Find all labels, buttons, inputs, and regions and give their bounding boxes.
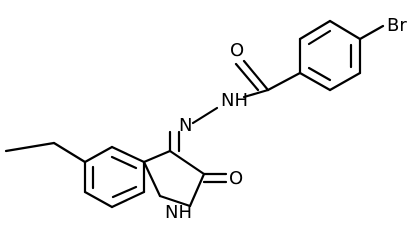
imine-nitrogen-label: N (179, 115, 192, 136)
bond (234, 62, 260, 92)
bond (110, 190, 146, 209)
bromophenyl-ring (298, 19, 362, 92)
bond (298, 19, 332, 41)
bond (242, 88, 270, 99)
bond (83, 190, 114, 209)
fused-benzene-ring (83, 145, 146, 209)
bond (142, 160, 162, 198)
bond (52, 141, 87, 164)
bond (111, 185, 138, 199)
bond (4, 141, 56, 153)
bond (242, 59, 270, 92)
bond (358, 24, 385, 41)
bond (191, 106, 219, 125)
hydrazide-nh-label: NH (221, 90, 248, 111)
bond (307, 29, 332, 46)
oxindole-ring: O NH (142, 149, 243, 223)
bond (110, 155, 138, 170)
bond (328, 19, 362, 41)
bond (307, 66, 332, 82)
bond (266, 71, 302, 92)
molecule-canvas: Br O NH N O NH (4, 15, 408, 223)
bond (328, 71, 362, 92)
chemical-structure-diagram: Br O NH N O NH (4, 15, 407, 223)
bond (188, 172, 206, 208)
bond (158, 194, 192, 208)
bond (298, 71, 332, 92)
bromine-label: Br (387, 15, 407, 36)
bond (142, 149, 172, 164)
ring-nh-label: NH (165, 202, 192, 223)
carbonyl-oxygen-label: O (230, 40, 244, 61)
bond (168, 149, 206, 176)
lactam-oxygen-label: O (229, 168, 243, 189)
bond (83, 145, 114, 164)
bond (110, 145, 146, 164)
